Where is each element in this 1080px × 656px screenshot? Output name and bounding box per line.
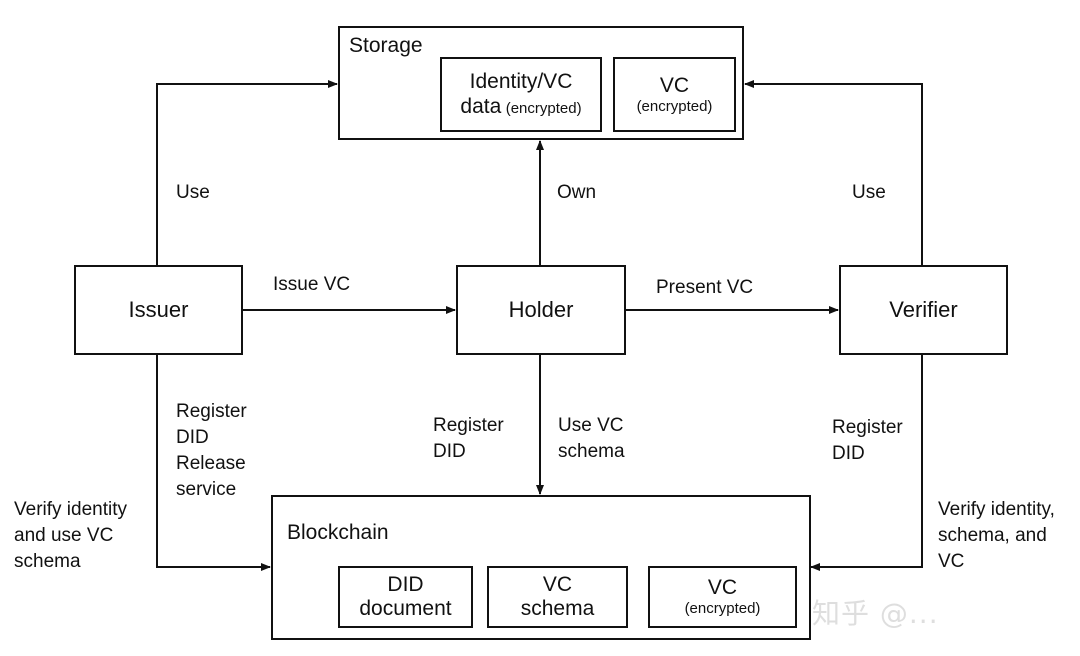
verifier-node[interactable]: Verifier [839, 265, 1008, 355]
edge-issuer-storage [156, 80, 338, 265]
watermark: 知乎 @... [812, 597, 939, 630]
storage-vc-encrypted[interactable]: VC (encrypted) [613, 57, 736, 132]
blockchain-item-line1: DID [387, 572, 424, 596]
edge-verifier-storage [744, 80, 923, 265]
storage-title: Storage [349, 34, 423, 57]
blockchain-vc-encrypted[interactable]: VC (encrypted) [648, 566, 797, 628]
edge-label-holder-storage: Own [557, 182, 597, 203]
blockchain-title: Blockchain [287, 521, 389, 544]
edge-label-issuer-verify: Verify identity and use VC schema [14, 499, 127, 572]
storage-item-note: (encrypted) [636, 97, 713, 115]
edge-label-verifier-verify: Verify identity, schema, and VC [938, 499, 1055, 572]
storage-item-line2: data (encrypted) [460, 95, 581, 119]
issuer-node[interactable]: Issuer [74, 265, 243, 355]
storage-item-line1: VC [659, 73, 690, 97]
edge-label-verifier-register: Register DID [832, 417, 903, 464]
blockchain-item-note: (encrypted) [684, 600, 761, 618]
blockchain-vc-schema[interactable]: VC schema [487, 566, 628, 628]
edge-label-holder-verifier: Present VC [656, 277, 754, 298]
edge-label-issuer-storage: Use [176, 182, 210, 203]
blockchain-did-document[interactable]: DID document [338, 566, 473, 628]
blockchain-item-line2: document [359, 597, 452, 620]
edge-label-holder-schema: Use VC schema [558, 415, 625, 462]
edge-label-issuer-holder: Issue VC [273, 274, 351, 295]
edge-verifier-blockchain [810, 354, 923, 571]
blockchain-item-line2: schema [520, 597, 595, 620]
issuer-label: Issuer [128, 297, 189, 322]
storage-item-note: (encrypted) [505, 99, 582, 117]
verifier-label: Verifier [889, 297, 958, 322]
edge-label-holder-register: Register DID [433, 415, 504, 462]
storage-item-line1: Identity/VC [469, 70, 573, 94]
blockchain-item-line1: VC [707, 576, 738, 600]
storage-item-main: data [460, 94, 502, 118]
edge-label-verifier-storage: Use [852, 182, 886, 203]
edge-issuer-blockchain [156, 354, 271, 571]
holder-node[interactable]: Holder [456, 265, 626, 355]
edge-label-issuer-blockchain: Register DID Release service [176, 401, 247, 500]
storage-identity-vc-data[interactable]: Identity/VC data (encrypted) [440, 57, 602, 132]
blockchain-item-line1: VC [542, 572, 573, 596]
holder-label: Holder [508, 297, 574, 322]
